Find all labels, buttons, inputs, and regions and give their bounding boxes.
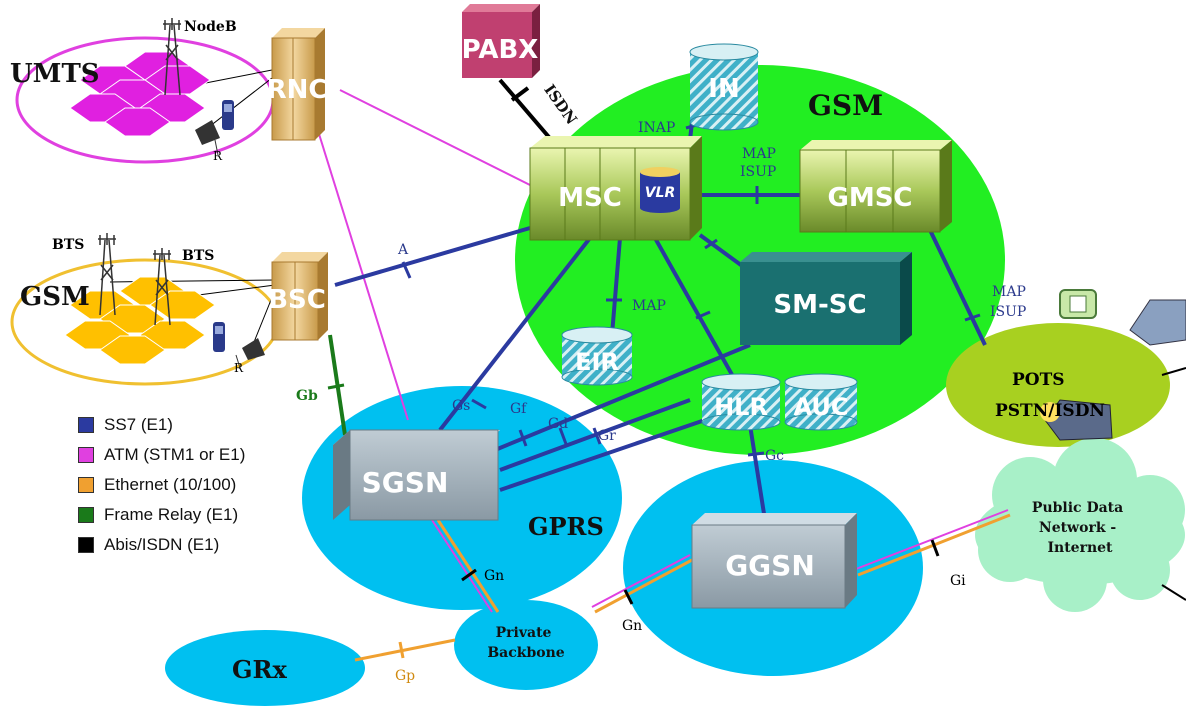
node-label-in: IN: [708, 74, 739, 104]
region-label-pstn: PSTN/ISDN: [995, 401, 1105, 421]
iface-gd: Gd: [548, 416, 568, 432]
node-label-bsc: BSC: [268, 285, 326, 315]
rnc-node[interactable]: [271, 28, 325, 141]
legend-label: ATM (STM1 or E1): [104, 445, 246, 464]
private-backbone-region: [454, 600, 598, 690]
phone-icon-3: [1040, 399, 1113, 441]
ref-point-r-gsm: R: [234, 361, 244, 375]
legend-label: SS7 (E1): [104, 415, 173, 434]
iface-gb: Gb: [296, 388, 318, 404]
grx-region: [165, 630, 365, 706]
node-label-sgsn: SGSN: [362, 466, 449, 499]
iface-inap: INAP: [638, 120, 675, 136]
region-label-grx: GRx: [232, 655, 287, 684]
private-backbone-label: Private Backbone: [487, 625, 564, 661]
eir-database[interactable]: [561, 326, 633, 386]
iface-gs: Gs: [452, 398, 470, 414]
iface-isdn: ISDN: [540, 81, 580, 128]
tower-label-bts2: BTS: [182, 248, 214, 264]
phone-icon-1: [1059, 289, 1097, 319]
iface-a: A: [397, 242, 409, 258]
nodeb-tower-icon: [163, 18, 181, 96]
pabx-node[interactable]: [462, 4, 540, 78]
region-label-umts: UMTS: [10, 59, 100, 89]
gmsc-node[interactable]: [799, 140, 952, 233]
bts-tower-1-icon: [98, 233, 116, 316]
node-label-ggsn: GGSN: [725, 549, 815, 582]
hlr-database[interactable]: [701, 373, 781, 431]
msc-node[interactable]: [529, 136, 702, 241]
node-label-rnc: RNC: [267, 75, 328, 105]
iface-gi: Gi: [950, 573, 966, 589]
legend-swatch: [78, 447, 94, 463]
node-label-pabx: PABX: [462, 35, 539, 65]
iface-gp: Gp: [395, 668, 415, 684]
node-label-eir: EIR: [575, 348, 619, 376]
node-label-vlr: VLR: [645, 185, 676, 201]
region-label-pots: POTS: [1012, 370, 1065, 390]
pots-region: [946, 323, 1170, 447]
internet-cloud: [975, 438, 1185, 612]
tower-label-nodeb: NodeB: [184, 19, 237, 35]
tower-label-bts1: BTS: [52, 237, 84, 253]
node-label-hlr: HLR: [714, 393, 768, 421]
gsm-cells: [64, 276, 216, 365]
legend-item: Abis/ISDN (E1): [78, 530, 318, 560]
iface-map-isup-top-2: ISUP: [740, 164, 776, 180]
iface-gf: Gf: [510, 401, 528, 417]
smsc-node[interactable]: [740, 252, 912, 345]
node-label-auc: AUC: [794, 393, 849, 421]
umts-handset-icon: [195, 100, 234, 156]
legend-swatch: [78, 477, 94, 493]
legend-item: SS7 (E1): [78, 410, 318, 440]
region-label-gprs: GPRS: [528, 512, 604, 541]
legend-label: Frame Relay (E1): [104, 505, 239, 524]
node-label-smsc: SM-SC: [773, 290, 866, 320]
legend-swatch: [78, 417, 94, 433]
legend-swatch: [78, 507, 94, 523]
iface-map-isup-right-2: ISUP: [990, 304, 1026, 320]
iface-map: MAP: [632, 298, 666, 314]
sgsn-node[interactable]: [333, 429, 500, 521]
ref-point-r-umts: R: [213, 149, 223, 163]
ggsn-node[interactable]: [691, 513, 857, 609]
node-label-gmsc: GMSC: [827, 183, 912, 213]
bsc-node[interactable]: [271, 252, 328, 341]
internet-label: Public Data Network - Internet: [1032, 500, 1128, 556]
legend-item: Frame Relay (E1): [78, 500, 318, 530]
iface-gc: Gc: [765, 448, 784, 464]
iface-gn-2: Gn: [622, 618, 642, 634]
iface-gr: Gr: [598, 428, 616, 444]
link-ticks: [327, 86, 981, 659]
auc-database[interactable]: [784, 373, 858, 431]
vlr-database[interactable]: [640, 167, 680, 213]
node-label-msc: MSC: [558, 183, 622, 213]
iface-gn-1: Gn: [484, 568, 504, 584]
iface-map-isup-top-1: MAP: [742, 146, 776, 162]
iface-map-isup-right-1: MAP: [992, 284, 1026, 300]
legend-item: ATM (STM1 or E1): [78, 440, 318, 470]
legend: SS7 (E1) ATM (STM1 or E1) Ethernet (10/100…: [78, 410, 318, 560]
gsm-handset-icon: [213, 322, 265, 369]
legend-swatch: [78, 537, 94, 553]
in-database[interactable]: [689, 43, 759, 131]
legend-label: Ethernet (10/100): [104, 475, 237, 494]
phone-icon-2: [1129, 299, 1186, 346]
region-label-gsm-access: GSM: [20, 282, 90, 312]
bts-tower-2-icon: [153, 248, 171, 326]
legend-item: Ethernet (10/100): [78, 470, 318, 500]
legend-label: Abis/ISDN (E1): [104, 535, 220, 554]
region-label-gsm-core: GSM: [808, 89, 883, 122]
